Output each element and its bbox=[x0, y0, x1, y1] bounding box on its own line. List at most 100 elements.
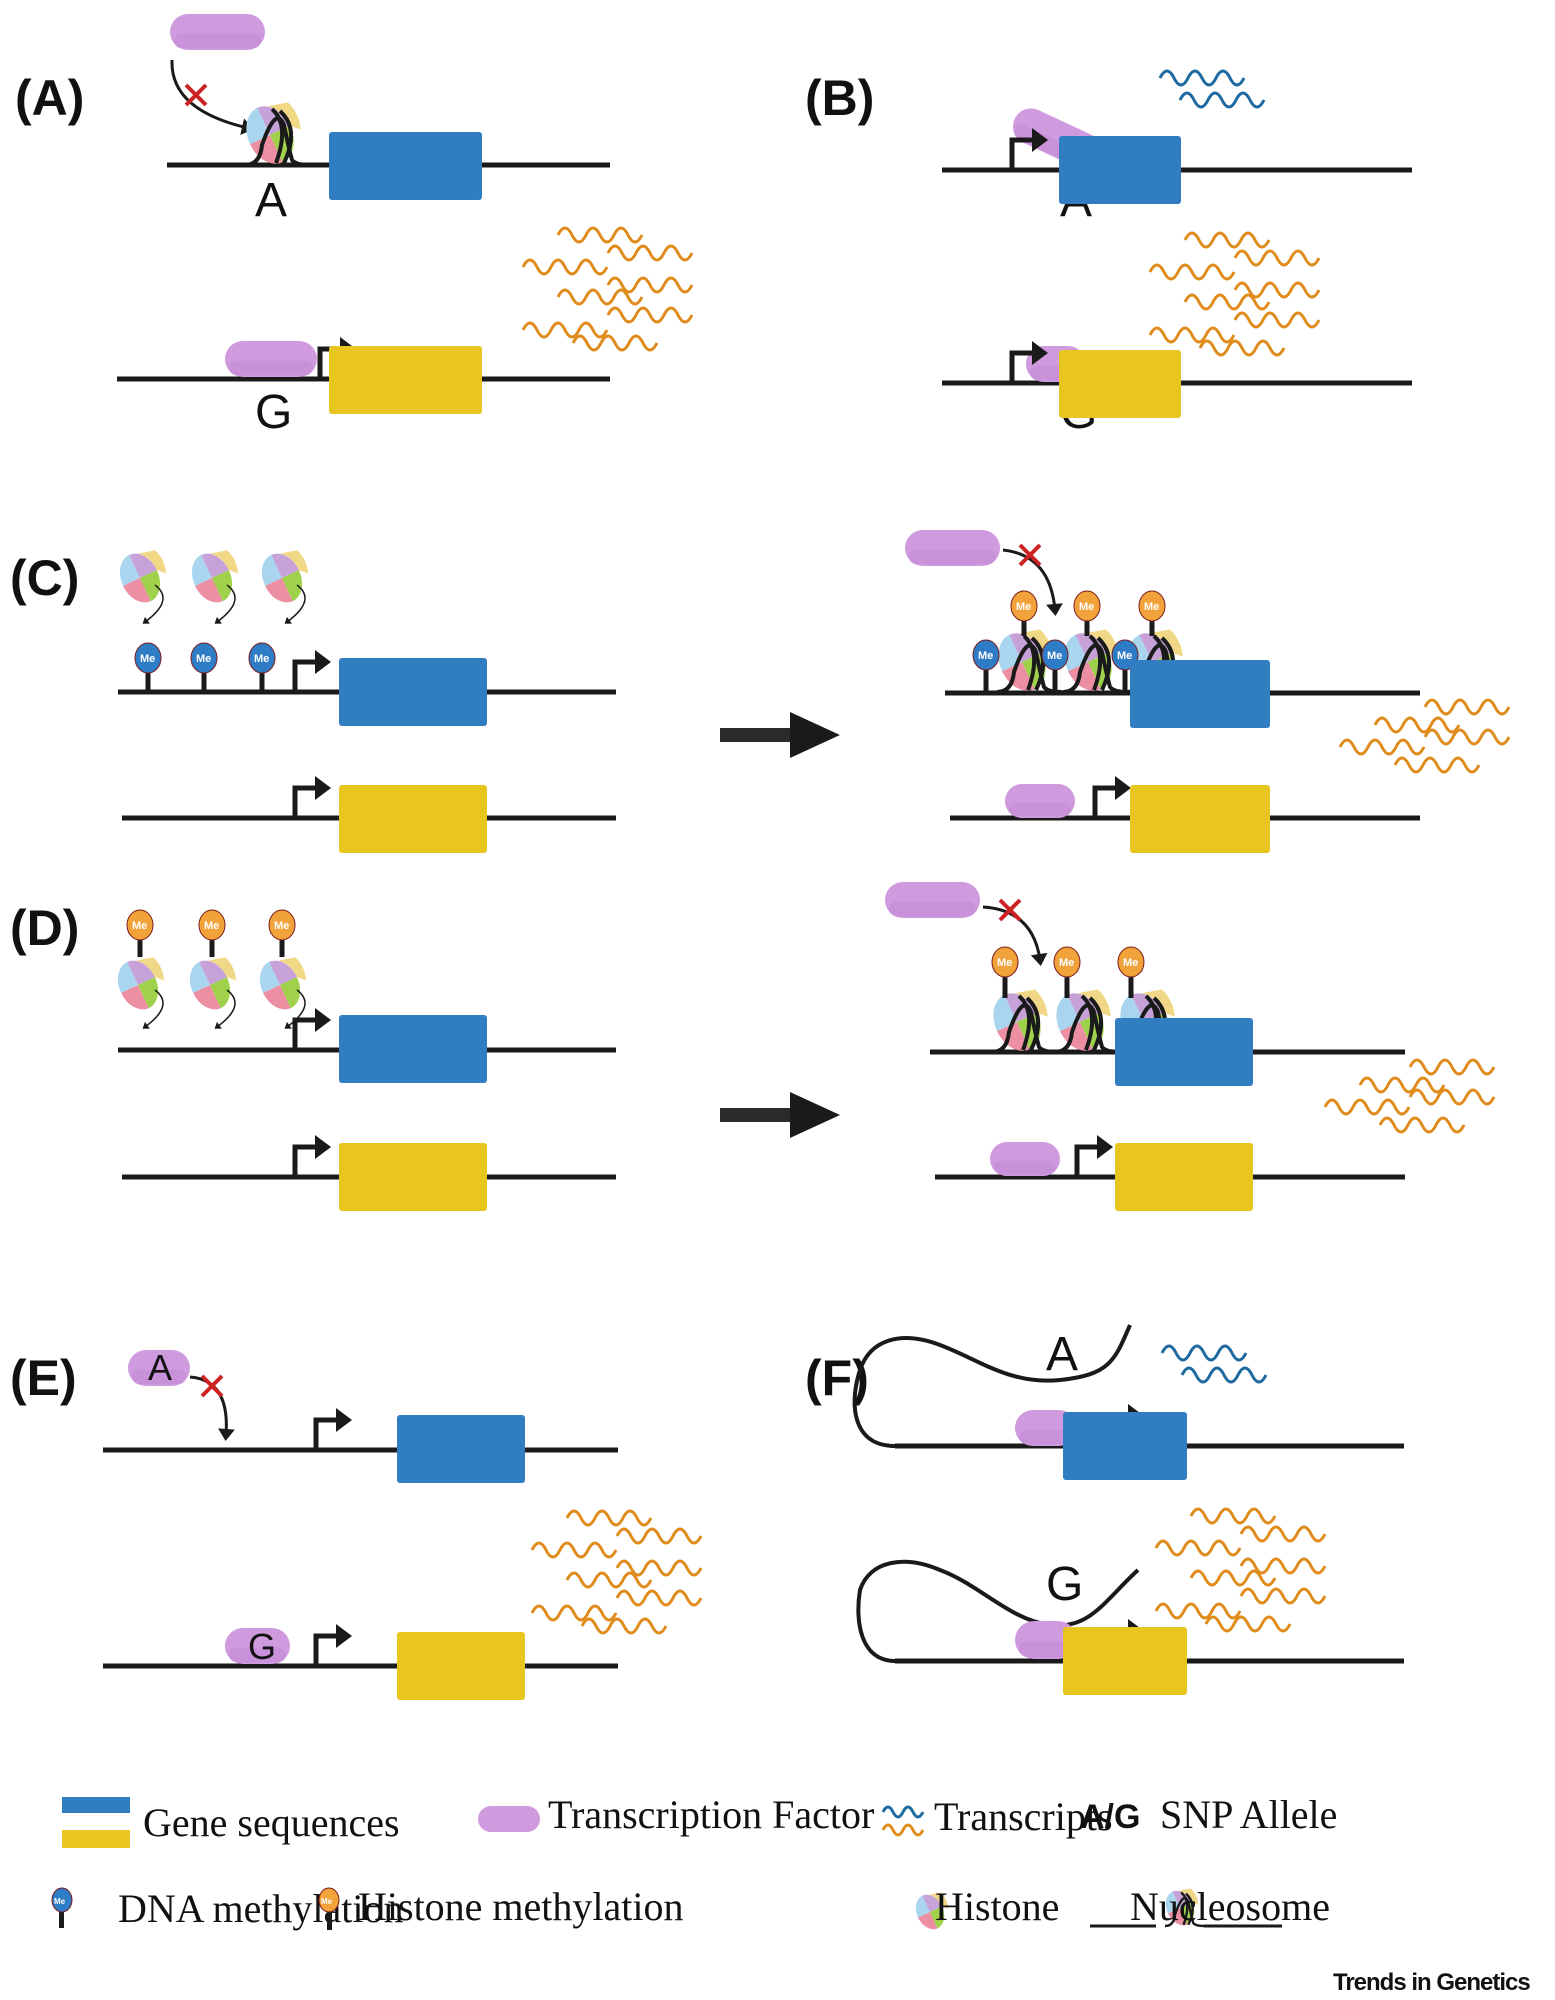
chromatin-loop-a bbox=[852, 1324, 1132, 1448]
me-label: Me bbox=[274, 920, 289, 932]
dna-methyl-c-1: Me bbox=[190, 642, 218, 694]
tf-bound-d2 bbox=[990, 1142, 1060, 1176]
transcript-icon bbox=[530, 1604, 618, 1622]
promoter-arrow-icon bbox=[1009, 341, 1048, 383]
gene-d2-top bbox=[1115, 1018, 1253, 1086]
tf-variant-a: A bbox=[128, 1347, 190, 1388]
chromatin-loop-g bbox=[856, 1559, 1140, 1663]
transcripts-a-high bbox=[521, 226, 694, 352]
transcript-icon bbox=[1358, 1076, 1446, 1094]
transition-arrowhead-c bbox=[790, 712, 840, 758]
gene-c-top bbox=[339, 658, 487, 726]
histone-methyl-c-0: Me bbox=[1010, 590, 1038, 636]
me-label: Me bbox=[204, 920, 219, 932]
dna-methyl-c-2: Me bbox=[248, 642, 276, 694]
nucleosome-a bbox=[244, 102, 311, 167]
promoter-arrow-icon bbox=[292, 776, 331, 818]
transcript-icon bbox=[1393, 756, 1481, 774]
arrow-tf-to-nucleosome bbox=[170, 59, 254, 135]
allele-label-a-bottom: G bbox=[255, 386, 292, 439]
transcript-icon bbox=[1154, 1539, 1242, 1557]
transcript-icon bbox=[1408, 1058, 1496, 1076]
allele-label-f-top: A bbox=[1046, 1328, 1078, 1381]
transcripts-e-high bbox=[530, 1509, 703, 1635]
transcript-icon bbox=[1154, 1602, 1242, 1620]
transcript-icon bbox=[1233, 311, 1321, 329]
me-label: Me bbox=[1117, 650, 1132, 662]
gene-d2-bottom bbox=[1115, 1143, 1253, 1211]
legend-transcription-factor: Transcription Factor bbox=[548, 1792, 874, 1837]
transcript-icon bbox=[1239, 1587, 1327, 1605]
gene-d-bottom bbox=[339, 1143, 487, 1211]
histone-methyl-d-right-2: Me bbox=[1117, 946, 1145, 998]
transcripts-f-low bbox=[1160, 1344, 1268, 1384]
transcript-icon bbox=[565, 1571, 653, 1589]
transcript-icon bbox=[1183, 293, 1271, 311]
me-label: Me bbox=[1144, 601, 1159, 613]
tf-blocked-c bbox=[905, 530, 1000, 566]
gene-f-bottom bbox=[1063, 1627, 1187, 1695]
arrow-histone-c-1 bbox=[214, 584, 236, 624]
gene-b-bottom bbox=[1059, 350, 1181, 418]
legend-nucleosome-shape bbox=[1089, 1888, 1283, 1928]
transcript-icon bbox=[571, 334, 659, 352]
transcript-icon bbox=[1189, 1569, 1277, 1587]
gene-d-top bbox=[339, 1015, 487, 1083]
legend-histone-shape bbox=[915, 1892, 949, 1930]
transcript-icon bbox=[1148, 263, 1236, 281]
transcript-icon bbox=[1338, 738, 1426, 756]
transcript-icon bbox=[1423, 698, 1511, 716]
histone-methyl-d-right-1: Me bbox=[1053, 946, 1081, 998]
histone-methyl-c-2: Me bbox=[1138, 590, 1166, 636]
tf-variant-g: G bbox=[225, 1626, 290, 1667]
transcript-icon bbox=[1180, 1366, 1268, 1384]
panel-label-d: (D) bbox=[10, 900, 79, 956]
svg-text:Me: Me bbox=[54, 1897, 66, 1906]
transcript-icon bbox=[521, 321, 609, 339]
promoter-arrow-icon bbox=[292, 1008, 331, 1050]
legend-snp-allele: SNP Allele bbox=[1160, 1792, 1337, 1837]
arrow-histone-d-1 bbox=[214, 989, 236, 1029]
dna-methyl-c-right-0: Me bbox=[972, 639, 1000, 695]
promoter-arrow-icon bbox=[1074, 1135, 1113, 1177]
tf-bound-f-a bbox=[1015, 1410, 1077, 1446]
panel-label-c: (C) bbox=[10, 550, 79, 606]
gene-b-top bbox=[1059, 136, 1181, 204]
dna-methyl-c-right-1: Me bbox=[1041, 639, 1069, 695]
promoter-arrow-icon bbox=[292, 1135, 331, 1177]
transcript-icon bbox=[1189, 1507, 1277, 1525]
allele-label-f-bottom: G bbox=[1046, 1558, 1083, 1611]
me-label: Me bbox=[1079, 601, 1094, 613]
histone-c-1 bbox=[191, 550, 238, 603]
nucleosome-histone bbox=[993, 989, 1048, 1051]
me-label: Me bbox=[196, 653, 211, 665]
me-label: Me bbox=[140, 653, 155, 665]
transcript-icon bbox=[1178, 91, 1266, 109]
transcript-icon bbox=[1373, 716, 1461, 734]
arrow-tf-c bbox=[1002, 548, 1063, 616]
transcripts-b-high bbox=[1148, 231, 1321, 357]
tf-bound-c2 bbox=[1005, 784, 1075, 818]
dna-methyl-c-0: Me bbox=[134, 642, 162, 694]
legend-transcripts: Transcripts bbox=[934, 1794, 1113, 1839]
nucleosome-c-0 bbox=[996, 629, 1063, 694]
panel-label-b: (B) bbox=[805, 70, 874, 126]
transcript-icon bbox=[606, 244, 694, 262]
me-label: Me bbox=[978, 650, 993, 662]
transcripts-d-high bbox=[1323, 1058, 1496, 1134]
histone-d-1 bbox=[189, 957, 236, 1010]
histone-d-2 bbox=[259, 957, 306, 1010]
promoter-arrow-icon bbox=[1092, 776, 1131, 818]
transcript-icon bbox=[565, 1509, 653, 1527]
me-label: Me bbox=[132, 920, 147, 932]
nucleosome-histone bbox=[246, 102, 301, 164]
legend-nucleosome-icon bbox=[1089, 1888, 1283, 1928]
transcripts-b-low bbox=[1158, 69, 1266, 109]
transcript-icon bbox=[615, 1527, 703, 1545]
histone-c-0 bbox=[119, 550, 166, 603]
gene-e-top bbox=[397, 1415, 525, 1483]
transcript-icon bbox=[521, 258, 609, 276]
me-label: Me bbox=[254, 653, 269, 665]
transcript-icon bbox=[1408, 1088, 1496, 1106]
legend-gene-a-swatch bbox=[62, 1797, 130, 1813]
